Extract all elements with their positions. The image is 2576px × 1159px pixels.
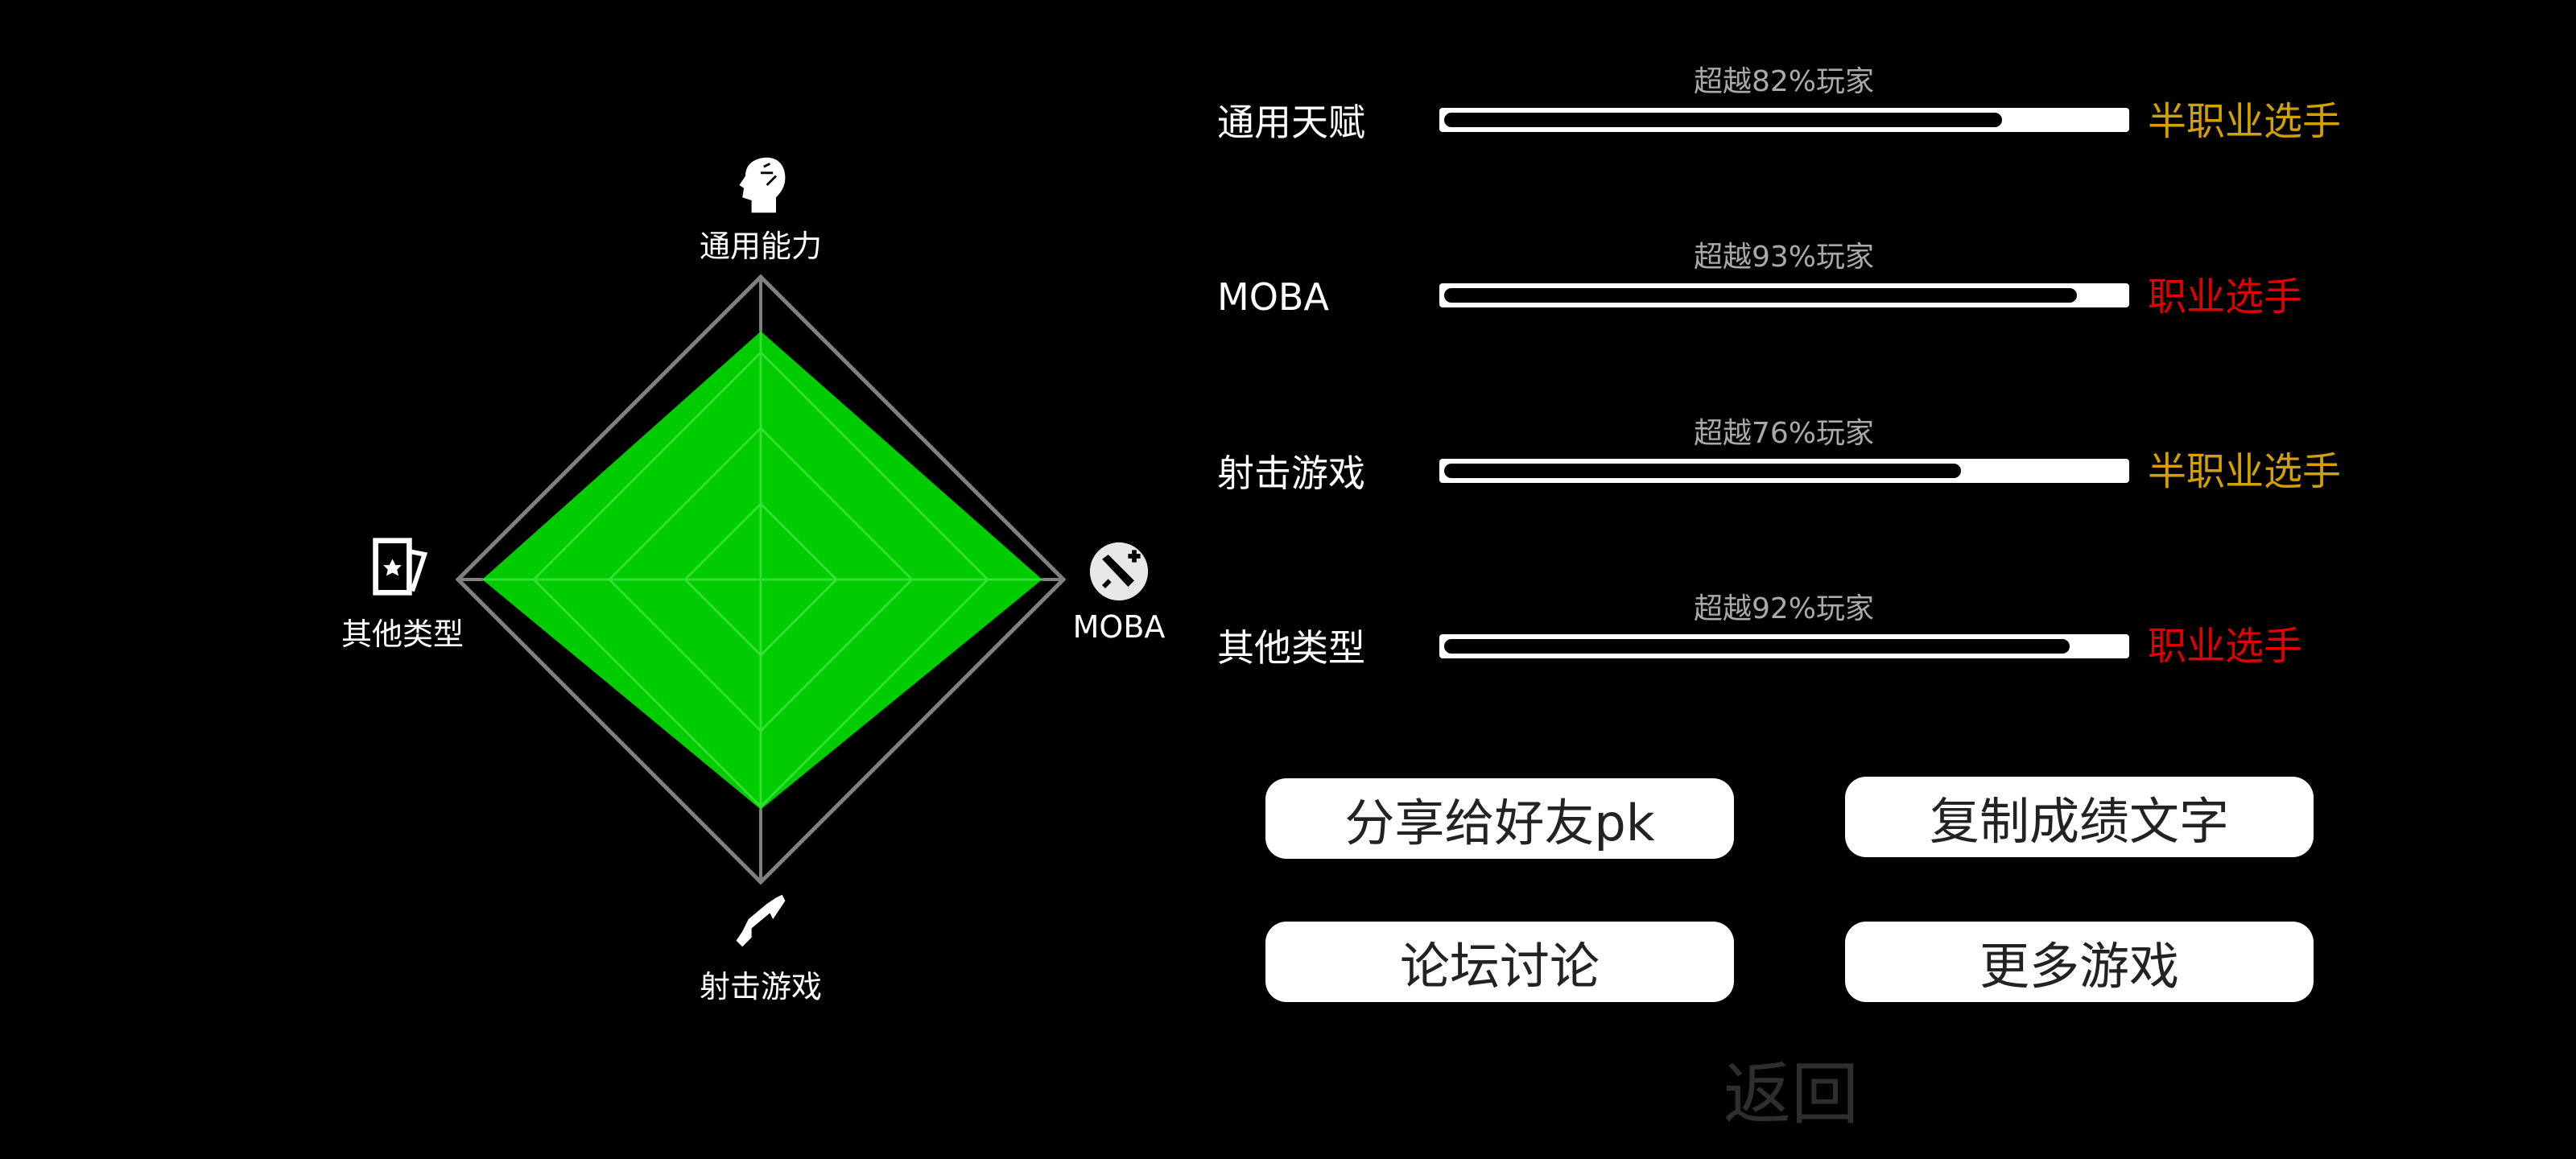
rank-label: 职业选手 bbox=[2148, 624, 2303, 669]
progress-bar bbox=[1439, 108, 2129, 132]
forum-button[interactable]: 论坛讨论 bbox=[1265, 922, 1734, 1002]
rank-label: 半职业选手 bbox=[2148, 449, 2342, 494]
progress-bar bbox=[1439, 634, 2129, 658]
radar-chart bbox=[455, 274, 1067, 885]
progress-fill bbox=[1444, 464, 1962, 478]
row-label: 其他类型 bbox=[1217, 626, 1365, 670]
row-label: MOBA bbox=[1217, 275, 1329, 319]
axis-label-moba: MOBA bbox=[1072, 609, 1166, 645]
axis-label-shooter: 射击游戏 bbox=[699, 969, 823, 1004]
back-button[interactable]: 返回 bbox=[1723, 1054, 1860, 1134]
moba-sword-icon bbox=[1089, 542, 1149, 601]
progress-fill bbox=[1444, 113, 2002, 127]
more-games-button[interactable]: 更多游戏 bbox=[1845, 922, 2314, 1002]
rank-label: 职业选手 bbox=[2148, 274, 2303, 320]
row-label: 通用天赋 bbox=[1217, 101, 1365, 144]
percent-text: 超越92%玩家 bbox=[1693, 592, 1875, 625]
percent-text: 超越82%玩家 bbox=[1693, 65, 1875, 98]
progress-bar bbox=[1439, 459, 2129, 483]
cards-star-icon bbox=[373, 538, 428, 596]
radar-data-area bbox=[482, 331, 1042, 810]
copy-result-button[interactable]: 复制成绩文字 bbox=[1845, 777, 2314, 857]
axis-label-other: 其他类型 bbox=[341, 617, 464, 652]
head-brain-icon bbox=[739, 157, 786, 213]
rifle-icon bbox=[736, 894, 786, 947]
percent-text: 超越93%玩家 bbox=[1693, 241, 1875, 274]
rank-label: 半职业选手 bbox=[2148, 99, 2342, 144]
percent-text: 超越76%玩家 bbox=[1693, 417, 1875, 450]
progress-fill bbox=[1444, 288, 2077, 303]
axis-label-general: 通用能力 bbox=[699, 229, 823, 264]
progress-bar bbox=[1439, 283, 2129, 307]
share-pk-button[interactable]: 分享给好友pk bbox=[1265, 778, 1734, 859]
progress-fill bbox=[1444, 639, 2070, 654]
row-label: 射击游戏 bbox=[1217, 452, 1365, 495]
